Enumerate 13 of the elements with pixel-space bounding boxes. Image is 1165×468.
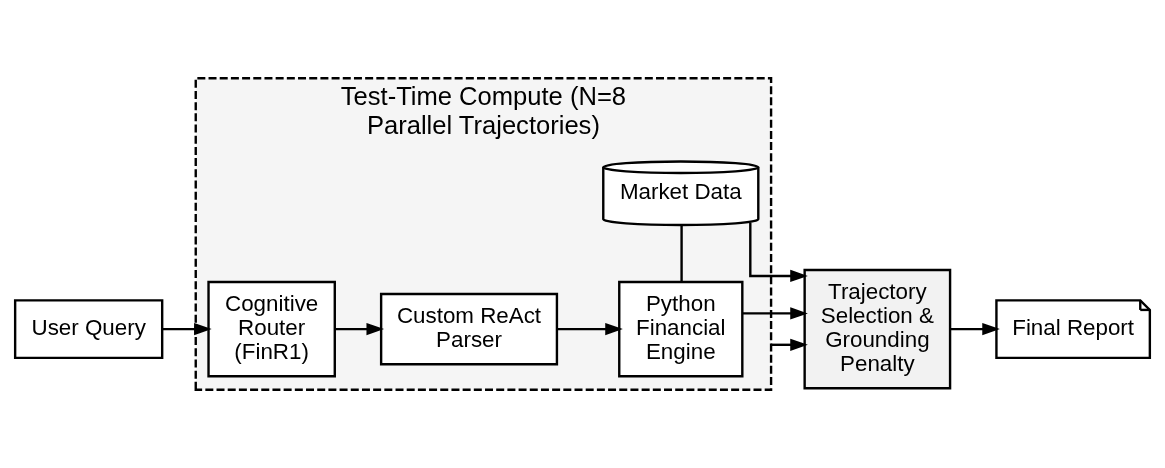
- arrow: [742, 307, 808, 320]
- node-box: Python Financial Engine: [618, 280, 744, 378]
- node-box: Trajectory Selection & Grounding Penalty: [803, 268, 952, 390]
- arrow: [950, 322, 1000, 336]
- node-box: Cognitive Router (FinR1): [207, 280, 336, 378]
- node-box: Custom ReAct Parser: [379, 292, 559, 366]
- node-box: User Query: [13, 299, 164, 360]
- arrow: [162, 322, 212, 336]
- connector: [680, 225, 683, 282]
- arrow: [771, 338, 808, 351]
- arrow: [335, 322, 385, 336]
- arrow: [557, 322, 623, 336]
- arrow: [749, 223, 808, 283]
